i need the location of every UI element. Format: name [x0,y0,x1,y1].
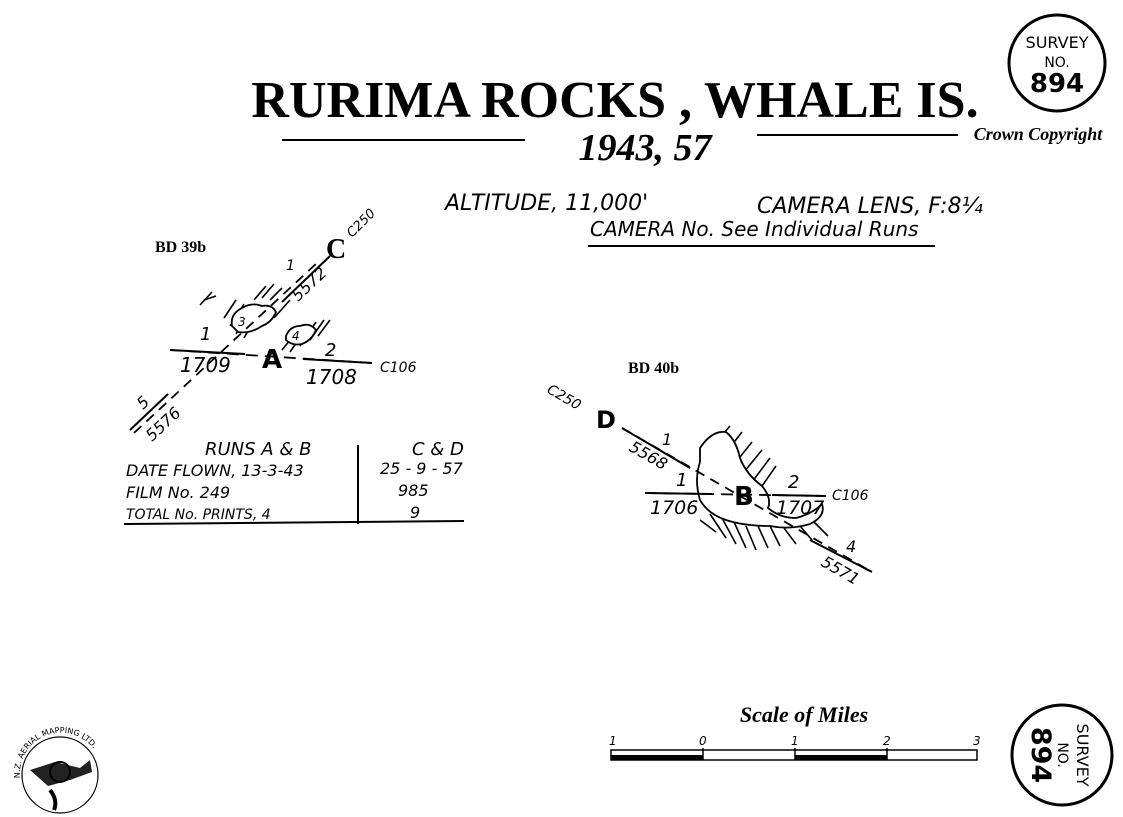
survey-badge-bottom: SURVEY NO. 894 [1010,703,1114,807]
run-a-start-no: 1 [200,324,211,345]
run-b-letter: B [734,482,754,512]
run-c-letter: C [326,234,346,265]
survey-badge-no: NO. [1054,742,1070,767]
runs-table-row-label: FILM No. 249 [126,483,230,502]
run-c-line [133,261,319,434]
right-flight-diagram: D C250 1 5568 4 5571 B 1 1706 2 1707 C10… [544,382,873,589]
run-a-end-no: 2 [325,340,336,361]
runs-table-header-left: RUNS A & B [205,439,311,460]
sheet-label-right: BD 40b [628,360,679,377]
runs-table-row-value: 985 [398,481,429,500]
survey-badge-label: SURVEY [1026,33,1089,52]
scale-bar-seg [795,755,887,760]
scale-tick-label: 0 [699,734,707,748]
run-b-start-print: 1706 [650,497,698,519]
runs-table-bottom-rule [123,520,465,525]
survey-badge-label: SURVEY [1073,724,1092,787]
runs-table-row-label: DATE FLOWN, 13-3-43 [126,461,304,480]
survey-badge-ring [1007,13,1107,113]
island-mark-1: 3 [238,315,246,329]
run-d-start-tick [621,427,691,469]
run-a-line [169,349,373,364]
run-a-camera: C106 [380,360,417,376]
run-b-camera: C106 [832,488,869,504]
camera-lens-text: CAMERA LENS, F:8¼ [757,194,983,219]
run-c-camera: C250 [344,206,379,241]
run-b-end-no: 2 [788,472,799,493]
run-b-end-tick [771,494,827,497]
runs-table: RUNS A & B C & D DATE FLOWN, 13-3-43 25 … [123,439,465,525]
runs-table-header-right: C & D [412,439,464,460]
run-d-end-tick [809,539,873,573]
survey-badge-number: 894 [1030,69,1084,99]
scale-bar-seg [611,755,703,760]
island-outline-right [696,430,824,529]
camera-no-text: CAMERA No. See Individual Runs [590,217,918,241]
run-b-end-print: 1707 [776,497,824,519]
runs-table-row-value: 9 [410,503,420,522]
logo-land-icon [48,788,58,811]
logo-plane-icon [30,760,92,786]
run-d-end-no: 4 [846,537,856,556]
runs-table-row-label: TOTAL No. PRINTS, 4 [126,507,271,523]
run-d-line [621,427,873,573]
crown-copyright: Crown Copyright [974,124,1104,144]
run-c-print-tick [281,255,331,303]
run-a-start-print: 1709 [180,353,231,377]
aerial-mapping-logo-icon: N.Z. AERIAL MAPPING LTD. [13,726,99,814]
scale-label: Scale of Miles [740,702,868,727]
survey-badge-no: NO. [1044,55,1069,71]
runs-table-row-value: 25 - 9 - 57 [380,459,464,478]
run-a-end-print: 1708 [306,365,357,389]
scale-tick-label: 1 [609,734,617,748]
altitude-text: ALTITUDE, 11,000' [443,191,648,216]
scale-tick-label: 1 [791,734,799,748]
run-d-camera: C250 [544,382,584,414]
run-d-letter: D [596,406,616,434]
run-c-no: 1 [286,258,295,274]
survey-badge-top: SURVEY NO. 894 [1007,13,1107,113]
run-b-start-tick [644,492,713,495]
scale-of-miles: Scale of Miles 1 0 1 2 3 [609,702,981,761]
run-d-start-no: 1 [662,430,672,449]
survey-badge-ring [1010,703,1114,807]
logo-ring [21,736,99,814]
run-a-end-tick [302,358,373,364]
run-a-start-tick [169,349,246,355]
run-b-start-no: 1 [676,470,687,491]
survey-years: 1943, 57 [579,127,714,169]
run-c-end-tick [129,393,169,431]
run-a-letter: A [262,345,282,375]
island-mark-2: 4 [292,329,300,343]
survey-badge-number: 894 [1025,727,1056,783]
run-d-end-print: 5571 [818,552,863,589]
scale-tick-label: 2 [883,734,891,748]
logo-lens-icon [49,761,71,783]
scale-tick-label: 3 [973,734,981,748]
island-outline-left-2 [285,323,318,346]
map-title: RURIMA ROCKS , WHALE IS. [251,72,978,129]
sheet-label-left: BD 39b [155,239,206,256]
